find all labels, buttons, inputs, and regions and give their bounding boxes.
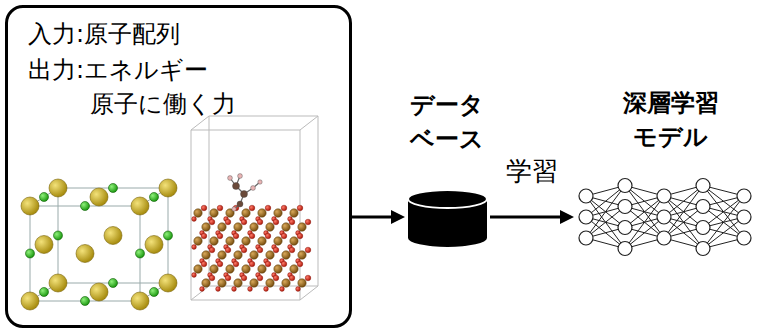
unit-cell-lines	[30, 188, 168, 301]
adsorbed-molecule	[228, 174, 263, 212]
edge-label: 学習	[504, 155, 560, 187]
slab-atoms	[192, 205, 311, 291]
database-cylinder: データ ベース	[405, 88, 490, 250]
atomic-structure-illustration	[8, 8, 349, 325]
input-label: 入力:原子配列	[28, 17, 180, 51]
database-label: データ ベース	[409, 88, 486, 156]
arrow-connector	[352, 210, 405, 224]
model-label: 深層学習 モデル	[619, 86, 722, 154]
output-label: 出力:エネルギー 原子に働く力	[28, 53, 328, 121]
arrow-connector	[490, 210, 574, 224]
slab-cell-lines	[191, 116, 318, 300]
crystal-atoms	[21, 179, 177, 310]
neural-network-model: 深層学習 モデル	[574, 86, 767, 270]
input-output-panel: 入力:原子配列出力:エネルギー 原子に働く力	[5, 5, 352, 328]
